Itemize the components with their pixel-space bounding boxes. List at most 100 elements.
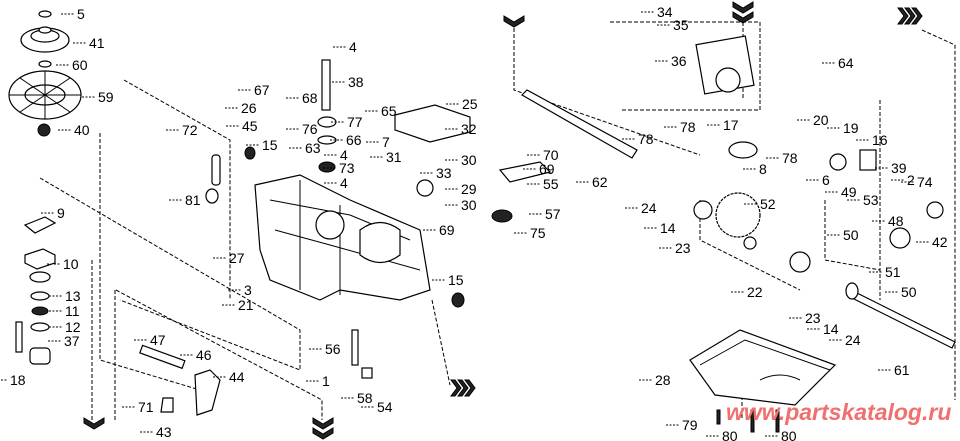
callout-24: 24	[641, 200, 657, 216]
callout-45: 45	[242, 118, 258, 134]
callout-8: 8	[759, 161, 767, 177]
callout-69: 69	[539, 161, 555, 177]
callout-64: 64	[838, 55, 854, 71]
callout-14: 14	[660, 220, 676, 236]
callout-53: 53	[863, 192, 879, 208]
callout-1: 1	[322, 373, 330, 389]
callout-11: 11	[65, 303, 80, 319]
callout-32: 32	[461, 121, 477, 137]
callout-15: 15	[448, 272, 464, 288]
callout-44: 44	[229, 369, 245, 385]
callout-10: 10	[63, 256, 79, 272]
callout-52: 52	[760, 196, 776, 212]
callout-68: 68	[302, 90, 318, 106]
callout-66: 66	[346, 132, 362, 148]
callout-50: 50	[901, 284, 917, 300]
callout-2: 2	[907, 172, 915, 188]
callout-71: 71	[138, 399, 154, 415]
callout-3: 3	[244, 282, 252, 298]
callout-51: 51	[885, 264, 901, 280]
callout-25: 25	[462, 96, 478, 112]
callout-78: 78	[638, 131, 654, 147]
callout-18: 18	[10, 372, 26, 388]
callout-54: 54	[377, 399, 393, 415]
callout-12: 12	[65, 319, 81, 335]
callout-59: 59	[98, 89, 114, 105]
callout-27: 27	[229, 250, 245, 266]
callout-55: 55	[543, 176, 559, 192]
callout-50: 50	[843, 227, 859, 243]
callout-19: 19	[843, 120, 859, 136]
callout-5: 5	[77, 6, 85, 22]
callout-26: 26	[241, 100, 257, 116]
callout-79: 79	[682, 417, 698, 433]
callout-47: 47	[150, 332, 166, 348]
callout-63: 63	[305, 140, 321, 156]
fan-part	[8, 70, 82, 137]
callout-4: 4	[340, 175, 348, 191]
callout-28: 28	[655, 372, 671, 388]
callout-39: 39	[891, 160, 907, 176]
callout-67: 67	[254, 82, 270, 98]
callout-33: 33	[436, 165, 452, 181]
callout-60: 60	[72, 57, 88, 73]
callout-80: 80	[781, 428, 797, 441]
callout-80: 80	[722, 428, 738, 441]
callout-74: 74	[917, 174, 933, 190]
small-parts	[15, 59, 552, 416]
callout-21: 21	[238, 297, 254, 313]
callout-23: 23	[805, 310, 821, 326]
callout-65: 65	[381, 103, 397, 119]
callout-57: 57	[545, 206, 561, 222]
shafts-and-gears	[521, 35, 956, 433]
callout-78: 78	[782, 150, 798, 166]
callout-29: 29	[461, 181, 477, 197]
callout-9: 9	[57, 205, 65, 221]
callout-7: 7	[382, 134, 390, 150]
callout-78: 78	[680, 119, 696, 135]
callout-6: 6	[822, 172, 830, 188]
callout-40: 40	[74, 122, 90, 138]
callout-23: 23	[675, 240, 691, 256]
callout-13: 13	[65, 288, 81, 304]
callout-35: 35	[673, 17, 689, 33]
callout-61: 61	[894, 362, 910, 378]
callout-24: 24	[845, 332, 861, 348]
callout-36: 36	[671, 53, 687, 69]
callout-43: 43	[156, 424, 172, 440]
callout-77: 77	[347, 114, 363, 130]
callout-31: 31	[386, 149, 402, 165]
callout-41: 41	[89, 35, 105, 51]
callout-58: 58	[357, 390, 373, 406]
callout-76: 76	[302, 121, 318, 137]
transmission-housing	[254, 174, 431, 301]
callout-14: 14	[823, 321, 839, 337]
callout-22: 22	[747, 284, 763, 300]
callout-37: 37	[64, 333, 80, 349]
watermark: www.partskatalog.ru	[726, 399, 951, 425]
callout-49: 49	[841, 184, 857, 200]
callout-56: 56	[325, 341, 341, 357]
callout-46: 46	[196, 347, 212, 363]
callout-34: 34	[657, 4, 673, 20]
callout-75: 75	[530, 225, 546, 241]
callout-20: 20	[813, 112, 829, 128]
callout-4: 4	[349, 39, 357, 55]
callout-30: 30	[461, 197, 477, 213]
callout-70: 70	[543, 147, 559, 163]
pulley-part	[20, 10, 70, 68]
callout-42: 42	[932, 234, 948, 250]
callout-81: 81	[185, 192, 201, 208]
callout-4: 4	[340, 147, 348, 163]
callout-73: 73	[339, 160, 355, 176]
callout-15: 15	[262, 137, 278, 153]
callout-16: 16	[872, 132, 888, 148]
callout-62: 62	[592, 174, 608, 190]
callout-38: 38	[348, 74, 364, 90]
callout-69: 69	[439, 222, 455, 238]
callout-72: 72	[182, 122, 198, 138]
